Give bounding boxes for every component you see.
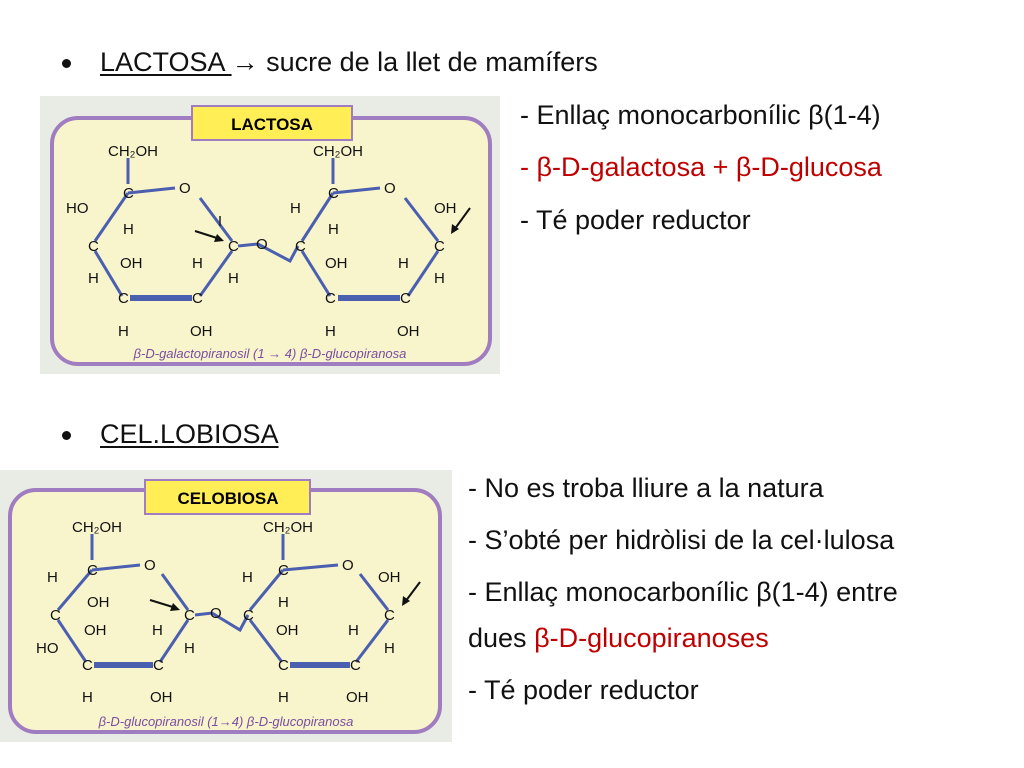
atom-label: OH [276,622,299,639]
atom-label: H [384,640,395,657]
atom-label: H [278,594,289,611]
atom-label: CH₂OH [72,519,122,536]
atom-label: C [278,562,289,579]
atom-label: H [278,689,289,706]
atom-label: C [87,562,98,579]
celobiosa-item-4: - Té poder reductor [468,675,699,705]
atom-label: C [384,607,395,624]
arrow-right-icon: → [231,47,259,77]
lactosa-item-1: - Enllaç monocarbonílic β(1-4) [520,100,881,130]
lactosa-item-2: - β-D-galactosa + β-D-glucosa [520,152,882,182]
bullet-dot [62,59,71,68]
atom-label: C [400,290,411,307]
atom-label: H [242,569,253,586]
atom-label: H [123,221,134,238]
atom-label: H [82,689,93,706]
atom-label: CH₂OH [263,519,313,536]
atom-label: C [350,657,361,674]
atom-label: H [290,200,301,217]
celobiosa-figure-label: CELOBIOSA [177,489,278,508]
lactosa-heading: LACTOSA → sucre de la llet de mamífers [100,46,598,78]
atom-label: O [210,605,222,622]
atom-label: C [153,657,164,674]
atom-label: OH [434,200,457,217]
atom-label: H [192,255,203,272]
atom-label: C [82,657,93,674]
lactosa-item-3: - Té poder reductor [520,205,751,235]
lactosa-subtitle: sucre de la llet de mamífers [258,47,598,77]
atom-label: H [228,270,239,287]
atom-label: OH [84,622,107,639]
atom-label: OH [120,255,143,272]
bullet-dot [62,431,71,440]
atom-label: HO [36,640,59,657]
atom-label: H [47,569,58,586]
atom-label: OH [397,323,420,340]
celobiosa-item-3-cont: dues β-D-glucopiranoses [468,622,769,654]
atom-label: C [50,607,61,624]
atom-label: H [348,622,359,639]
celobiosa-item-3-prefix: dues [468,623,535,653]
arrow-icon [194,207,471,242]
celobiosa-title: CEL.LOBIOSA [100,419,279,449]
atom-label: H [434,270,445,287]
atom-label: C [118,290,129,307]
atom-label: C [434,238,445,255]
atom-label: OH [325,255,348,272]
atom-label: CH₂OH [108,143,158,160]
celobiosa-structure-figure: CELOBIOSA CH₂OH H C O OH C HO C H [0,470,452,742]
atom-label: O [256,236,268,253]
atom-label: H [118,323,129,340]
atom-label: H [184,640,195,657]
atom-label: C [325,290,336,307]
atom-label: O [144,557,156,574]
atom-label: O [179,180,191,197]
atom-label: C [243,607,254,624]
atom-label: C [228,238,239,255]
lactosa-figure-caption: β-D-galactopiranosil (1 → 4) β-D-glucopi… [133,346,407,361]
atom-label: OH [87,594,110,611]
atom-label: O [384,180,396,197]
atom-label: C [192,290,203,307]
atom-label: OH [378,569,401,586]
atom-label: C [184,607,195,624]
atom-label: C [278,657,289,674]
atom-label: C [123,185,134,202]
celobiosa-figure-caption: β-D-glucopiranosil (1→4) β-D-glucopirano… [98,714,354,729]
atom-label: OH [150,689,173,706]
atom-label: C [328,185,339,202]
celobiosa-item-2: - S’obté per hidròlisi de la cel·lulosa [468,525,895,555]
lactosa-figure-label: LACTOSA [231,115,313,134]
atom-label: H [328,221,339,238]
atom-label: OH [190,323,213,340]
atom-label: C [295,238,306,255]
atom-label: C [88,238,99,255]
arrow-icon [149,581,421,611]
atom-label: H [152,622,163,639]
atom-label: CH₂OH [313,143,363,160]
atom-label: HO [66,200,89,217]
atom-label: H [325,323,336,340]
atom-label: H [398,255,409,272]
celobiosa-item-1: - No es troba lliure a la natura [468,473,824,503]
atom-label: H [88,270,99,287]
atom-label: O [342,557,354,574]
lactosa-title: LACTOSA [100,47,232,77]
lactosa-structure-figure: LACTOSA CH₂OH HO C O H C [40,96,500,374]
celobiosa-item-3: - Enllaç monocarbonílic β(1-4) entre [468,577,898,607]
celobiosa-item-3-highlight: β-D-glucopiranoses [534,623,769,653]
atom-label: OH [346,689,369,706]
